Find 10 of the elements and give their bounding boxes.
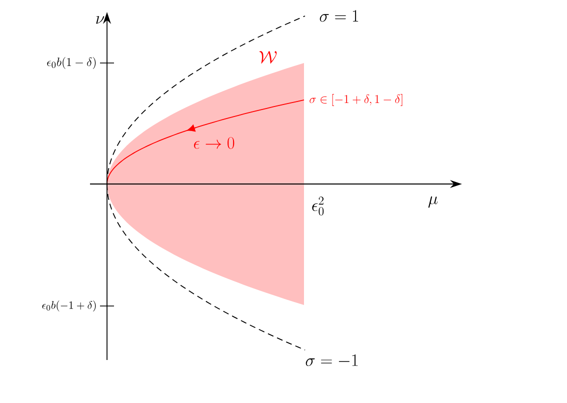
region-label: $\mathcal{W}$ <box>259 51 277 64</box>
tick-label: $\epsilon_0 b(1-\delta)$ <box>47 57 96 69</box>
curve-label: $\sigma \in [-1+\delta, 1-\delta]$ <box>310 94 402 106</box>
tick-label: $\epsilon_0 b(-1+\delta)$ <box>42 300 96 312</box>
limit-label: $\epsilon \to 0$ <box>194 137 234 149</box>
axis-label: $\mu$ <box>428 196 438 208</box>
curve-label: $\sigma = 1$ <box>320 10 358 22</box>
curve-label: $\sigma = -1$ <box>306 354 358 366</box>
tick-label: $\epsilon_0^2$ <box>312 196 324 216</box>
axis-label: $\nu$ <box>96 16 104 24</box>
